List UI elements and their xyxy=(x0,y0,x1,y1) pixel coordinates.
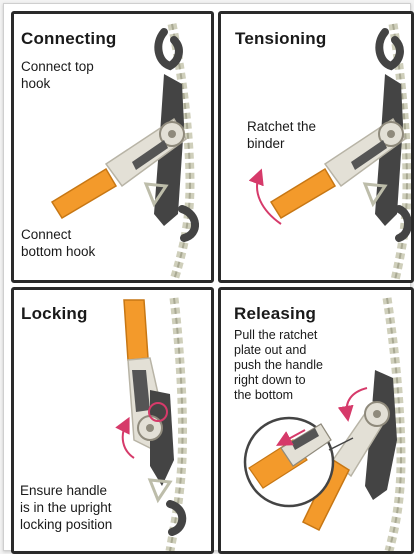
handle xyxy=(52,169,116,218)
caption-connect-bottom-hook: Connect bottom hook xyxy=(21,226,95,260)
panel-title: Locking xyxy=(21,304,88,324)
panel-tensioning: Tensioning Ratchet the binder xyxy=(218,11,414,283)
caption-release-instructions: Pull the ratchet plate out and push the … xyxy=(234,328,323,403)
caption-upright-locking-position: Ensure handle is in the upright locking … xyxy=(20,482,112,533)
top-hook xyxy=(379,32,400,66)
handle xyxy=(271,169,335,218)
panel-title: Connecting xyxy=(21,29,117,49)
motion-arrow xyxy=(347,388,367,414)
binder-body xyxy=(128,358,174,486)
panel-connecting: Connecting Connect top hook Connect bott… xyxy=(11,11,214,283)
top-hook xyxy=(158,32,179,66)
instruction-sheet: Connecting Connect top hook Connect bott… xyxy=(3,3,411,551)
panel-releasing: Releasing Pull the ratchet plate out and… xyxy=(218,287,414,554)
panel-locking: Locking Ensure handle is in the upright … xyxy=(11,287,214,554)
caption-connect-top-hook: Connect top hook xyxy=(21,58,94,92)
caption-ratchet-binder: Ratchet the binder xyxy=(247,118,316,152)
binder-body xyxy=(325,74,405,226)
binder-body xyxy=(106,74,186,226)
panel-title: Releasing xyxy=(234,304,316,324)
motion-arrow xyxy=(123,424,134,458)
triangle-link xyxy=(150,480,170,500)
handle xyxy=(124,300,148,360)
panel-title: Tensioning xyxy=(235,29,326,49)
